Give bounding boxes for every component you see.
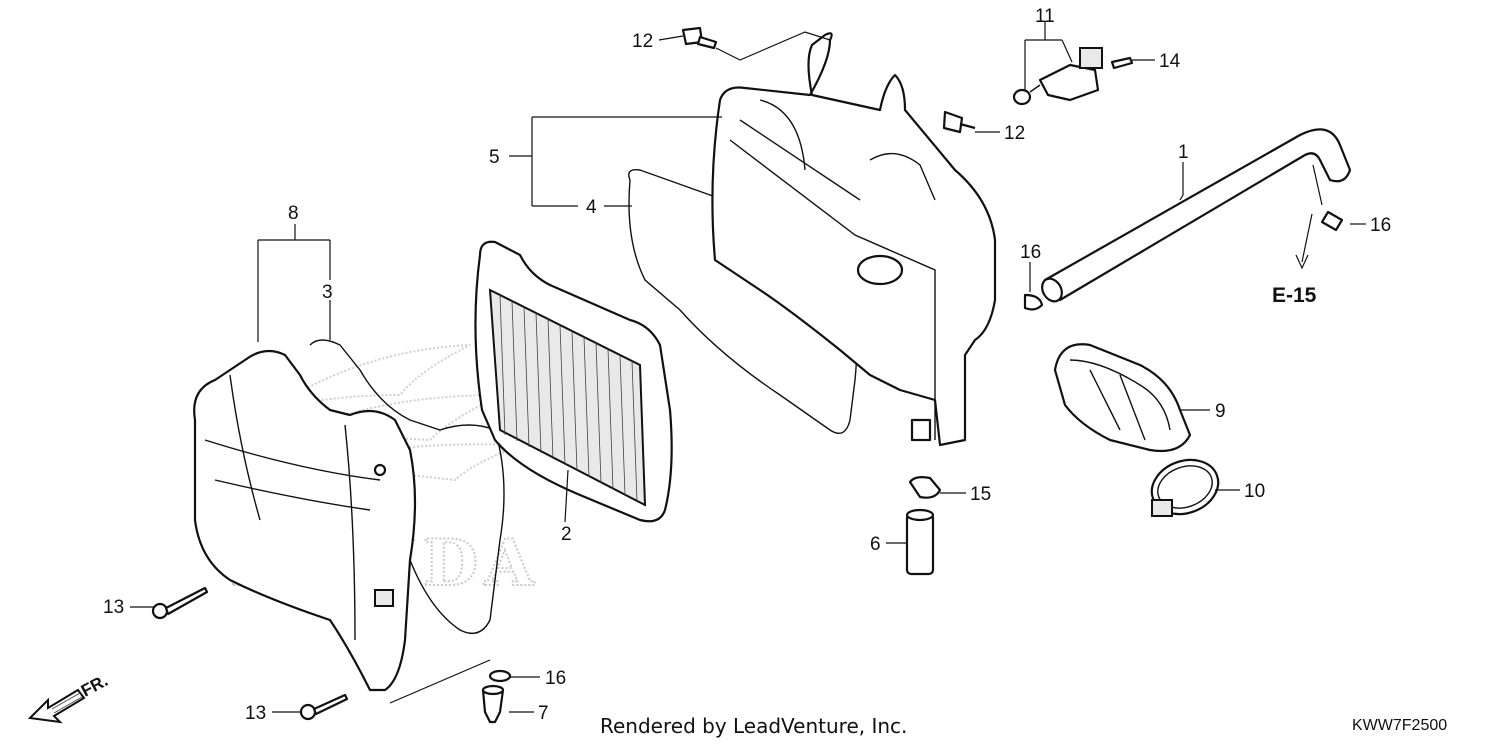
label-part-12-right: 12 [1004, 123, 1025, 144]
label-part-6: 6 [870, 534, 881, 555]
label-part-13-lower: 13 [245, 703, 266, 724]
label-part-4: 4 [586, 197, 597, 218]
render-credit: Rendered by LeadVenture, Inc. [600, 714, 907, 738]
connecting-tube [1053, 343, 1192, 453]
section-reference: E-15 [1272, 284, 1317, 307]
front-direction-indicator: FR. [27, 671, 111, 724]
drain-tube [905, 508, 935, 576]
drain-plug [481, 684, 505, 724]
label-part-12-top: 12 [632, 31, 653, 52]
air-cleaner-cover [193, 349, 417, 692]
callout-labels: 1 2 3 4 5 6 7 8 9 10 11 12 12 13 13 14 1… [103, 6, 1391, 724]
breather-tube [1041, 128, 1352, 303]
air-cleaner-case [711, 32, 997, 447]
label-part-11: 11 [1035, 6, 1055, 27]
drain-clip [908, 476, 942, 499]
filter-mesh [499, 294, 638, 502]
label-part-15: 15 [970, 484, 991, 505]
label-part-2: 2 [561, 524, 572, 545]
sensor-screw [1110, 56, 1134, 70]
screw-13-lower [299, 693, 349, 721]
label-part-14: 14 [1159, 51, 1181, 72]
tube-band [1150, 458, 1220, 517]
sensor-assembly [1012, 47, 1103, 106]
label-part-7: 7 [538, 703, 549, 724]
label-part-10: 10 [1244, 481, 1265, 502]
label-part-8: 8 [288, 203, 299, 224]
diagram-code: KWW7F2500 [1352, 717, 1447, 734]
air-cleaner-element [474, 240, 673, 523]
label-part-13-upper: 13 [103, 597, 124, 618]
label-part-5: 5 [489, 147, 500, 168]
label-part-9: 9 [1215, 401, 1226, 422]
screw-13-upper [151, 586, 209, 620]
bolt-12-right [942, 110, 976, 134]
label-part-16-drain: 16 [545, 668, 566, 689]
front-arrow-icon [27, 688, 86, 724]
label-part-1: 1 [1178, 142, 1189, 163]
clip-16-tube [1320, 210, 1344, 232]
bolt-12-top [681, 26, 718, 50]
label-part-3: 3 [322, 282, 333, 303]
label-part-16-case: 16 [1020, 242, 1041, 263]
clip-16-case [1023, 293, 1044, 311]
clip-16-drain [488, 669, 512, 683]
leader-lines [130, 21, 1366, 713]
label-part-16-tube: 16 [1370, 215, 1391, 236]
